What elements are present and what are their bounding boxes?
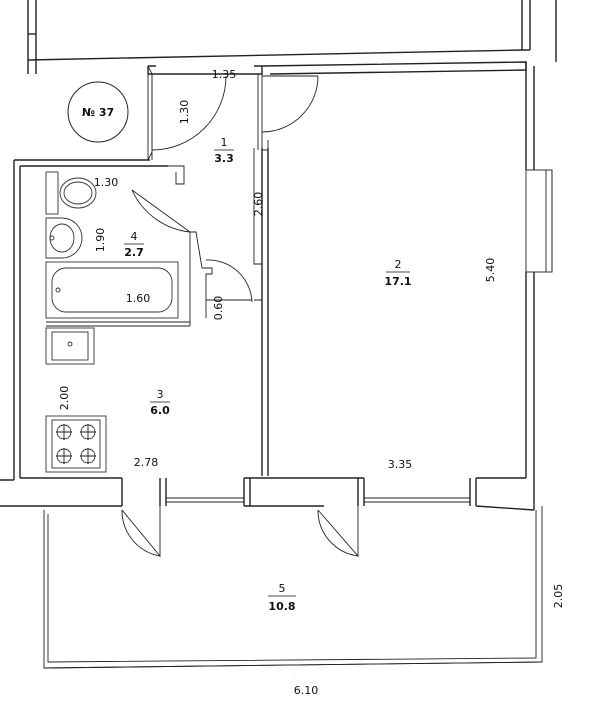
right-window (525, 169, 553, 273)
room-number: 1 (221, 136, 228, 149)
main-walls (0, 61, 535, 511)
dim-total-width: 6.10 (294, 684, 319, 697)
dim-hall-depth: 1.30 (178, 100, 191, 125)
room-area: 6.0 (150, 404, 170, 417)
room-number: 4 (131, 230, 138, 243)
dim-corridor-length: 2.60 (252, 192, 265, 217)
dim-bath-length: 1.60 (126, 292, 151, 305)
room-number: 5 (279, 582, 286, 595)
tiny-caption: … (293, 671, 296, 675)
room-area: 10.8 (268, 600, 295, 613)
dim-bath-depth: 1.90 (94, 228, 107, 253)
apartment-number: № 37 (82, 106, 114, 119)
dim-kitchen-width: 2.78 (134, 456, 159, 469)
bathtub (45, 261, 179, 319)
dim-hall-width: 1.35 (212, 68, 237, 81)
room-number: 3 (157, 388, 164, 401)
balcony (43, 506, 543, 669)
partitions (46, 65, 269, 476)
room-label-3: 3 6.0 (150, 388, 170, 417)
dim-bath-door: 0.60 (212, 296, 225, 321)
room-area: 3.3 (214, 152, 234, 165)
washbasin (45, 217, 83, 259)
dimensions: 1.35 1.30 2.60 1.30 1.90 1.60 0.60 5.40 … (58, 68, 565, 697)
room-label-4: 4 2.7 (124, 230, 144, 259)
room-area: 17.1 (384, 275, 411, 288)
room-number: 2 (395, 258, 402, 271)
stove (45, 415, 107, 473)
dim-toilet-width: 1.30 (94, 176, 119, 189)
upper-walls (27, 0, 557, 74)
doors (121, 75, 359, 558)
dim-kitchen-depth: 2.00 (58, 386, 71, 411)
room-label-2: 2 17.1 (384, 258, 411, 288)
dim-living-width: 3.35 (388, 458, 413, 471)
room-label-1: 1 3.3 (214, 136, 234, 165)
dim-living-depth: 5.40 (484, 258, 497, 283)
apartment-badge: № 37 (67, 81, 129, 143)
toilet (45, 171, 97, 215)
room-label-5: 5 10.8 (268, 582, 296, 613)
dim-balcony-depth: 2.05 (552, 584, 565, 609)
room-area: 2.7 (124, 246, 144, 259)
kitchen-sink (45, 327, 95, 365)
